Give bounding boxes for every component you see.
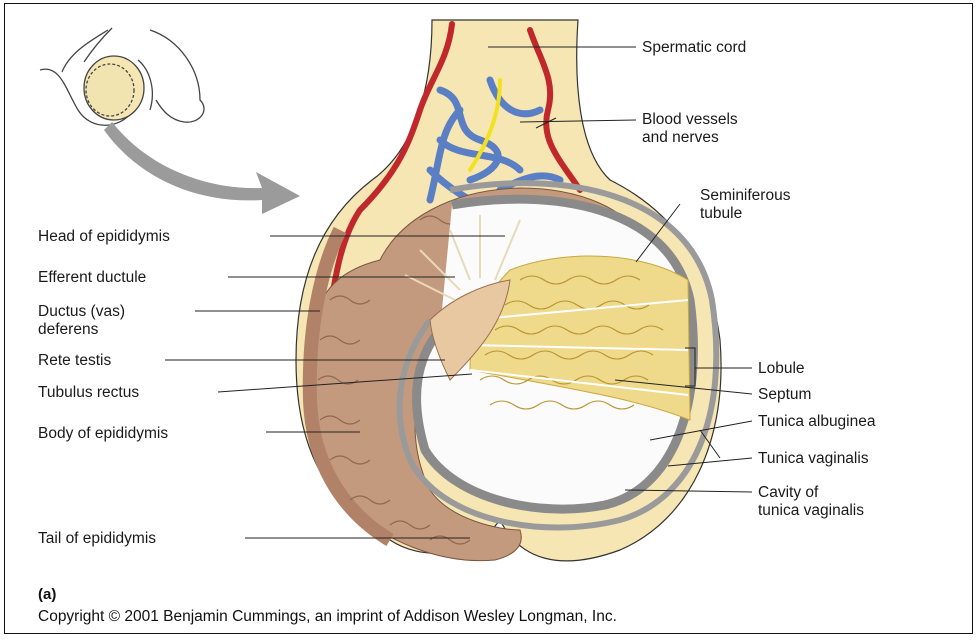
label-tunica-vaginalis: Tunica vaginalis [758,449,869,468]
label-tunica-vaginalis-cavity: tunica vaginalis [758,501,864,520]
label-lobule: Lobule [758,359,805,378]
panel-label: (a) [38,586,56,603]
label-tail-of-epididymis: Tail of epididymis [38,529,156,548]
label-tunica-albuginea: Tunica albuginea [758,412,875,431]
label-cavity-of: Cavity of [758,483,818,502]
label-ductus-vas: Ductus (vas) [38,302,125,321]
label-body-of-epididymis: Body of epididymis [38,424,168,443]
label-septum: Septum [758,385,811,404]
label-spermatic-cord: Spermatic cord [642,38,746,57]
orientation-arrow [104,122,300,214]
copyright-line: Copyright © 2001 Benjamin Cummings, an i… [38,608,617,626]
label-tubule: tubule [700,204,742,223]
label-tubulus-rectus: Tubulus rectus [38,383,139,402]
label-blood-vessels: Blood vessels [642,110,738,129]
label-and-nerves: and nerves [642,128,719,147]
label-seminiferous: Seminiferous [700,186,790,205]
label-efferent-ductule: Efferent ductule [38,268,146,287]
label-deferens: deferens [38,320,98,339]
orientation-sketch [40,28,204,125]
label-rete-testis: Rete testis [38,351,111,370]
label-head-of-epididymis: Head of epididymis [38,227,170,246]
